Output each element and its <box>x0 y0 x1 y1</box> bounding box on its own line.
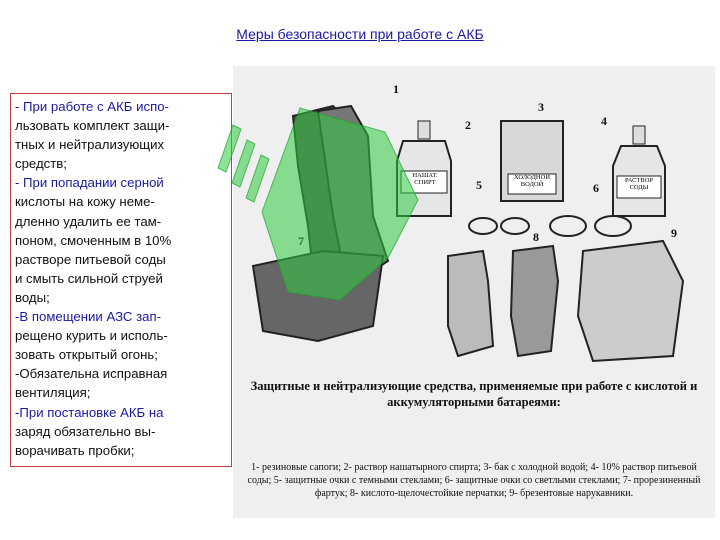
number-7: 7 <box>298 234 304 248</box>
gloves-drawing <box>447 249 495 358</box>
number-1: 1 <box>393 82 399 96</box>
safety-text-line: средств; <box>15 156 67 172</box>
number-2: 2 <box>465 118 471 132</box>
safety-text-line: -Обязательна исправная <box>15 366 168 382</box>
safety-text-line: - При работе с АКБ испо- <box>15 99 169 114</box>
safety-text-line: вентиляция; <box>15 385 91 401</box>
safety-text-line: -В помещении АЗС зап- <box>15 309 162 325</box>
safety-text-line: растворе питьевой соды <box>15 251 166 267</box>
safety-rules-text: - При работе с АКБ испо- льзовать компле… <box>10 93 232 467</box>
safety-text-line: - При попадании серной <box>15 175 164 191</box>
safety-text-line: ворачивать пробки; <box>15 442 135 458</box>
equipment-drawing <box>251 104 685 363</box>
safety-text-line: -При постановке АКБ на <box>15 404 164 420</box>
cold-water-tank-drawing <box>500 120 564 202</box>
number-6: 6 <box>593 181 599 195</box>
safety-text-line: льзовать комплект защи- <box>15 118 170 134</box>
apron-drawing <box>251 249 385 343</box>
tank-label: ХОЛОДНОЙ ВОДОЙ <box>513 174 551 188</box>
safety-text-line: кислоты на кожу неме- <box>15 194 155 210</box>
figure-caption-legend: 1- резиновые сапоги; 2- раствор нашатырн… <box>247 462 701 499</box>
number-3: 3 <box>538 100 544 114</box>
safety-text-line: дленно удалить ее там- <box>15 213 162 229</box>
ammonia-bottle-drawing <box>396 120 452 217</box>
safety-text-line: зовать открытый огонь; <box>15 347 158 363</box>
number-8: 8 <box>533 230 539 244</box>
number-5: 5 <box>476 178 482 192</box>
dark-goggles-drawing <box>468 217 530 235</box>
canvas-sleeves-drawing <box>576 239 685 363</box>
safety-text-line: воды; <box>15 289 50 305</box>
safety-text-line: и смыть сильной струей <box>15 270 163 286</box>
safety-text-line: тных и нейтрализующих <box>15 137 165 153</box>
soda-bottle-label: РАСТВОР СОДЫ <box>624 177 654 191</box>
safety-text-line: поном, смоченным в 10% <box>15 232 172 248</box>
number-9: 9 <box>671 226 677 240</box>
light-goggles-drawing <box>549 215 632 237</box>
soda-solution-bottle-drawing <box>612 125 666 217</box>
number-4: 4 <box>601 114 607 128</box>
protective-equipment-illustration: 1 2 3 4 5 6 7 8 9 НАШАТ. СПИРТ ХОЛОДНОЙ … <box>233 66 715 518</box>
safety-text-line: заряд обязательно вы- <box>15 423 156 439</box>
figure-caption-title: Защитные и нейтрализующие средства, прим… <box>250 379 698 409</box>
bottle-label: НАШАТ. СПИРТ <box>412 172 438 186</box>
page-title: Меры безопасности при работе с АКБ <box>236 26 484 42</box>
safety-text-line: рещено курить и исполь- <box>15 328 168 344</box>
